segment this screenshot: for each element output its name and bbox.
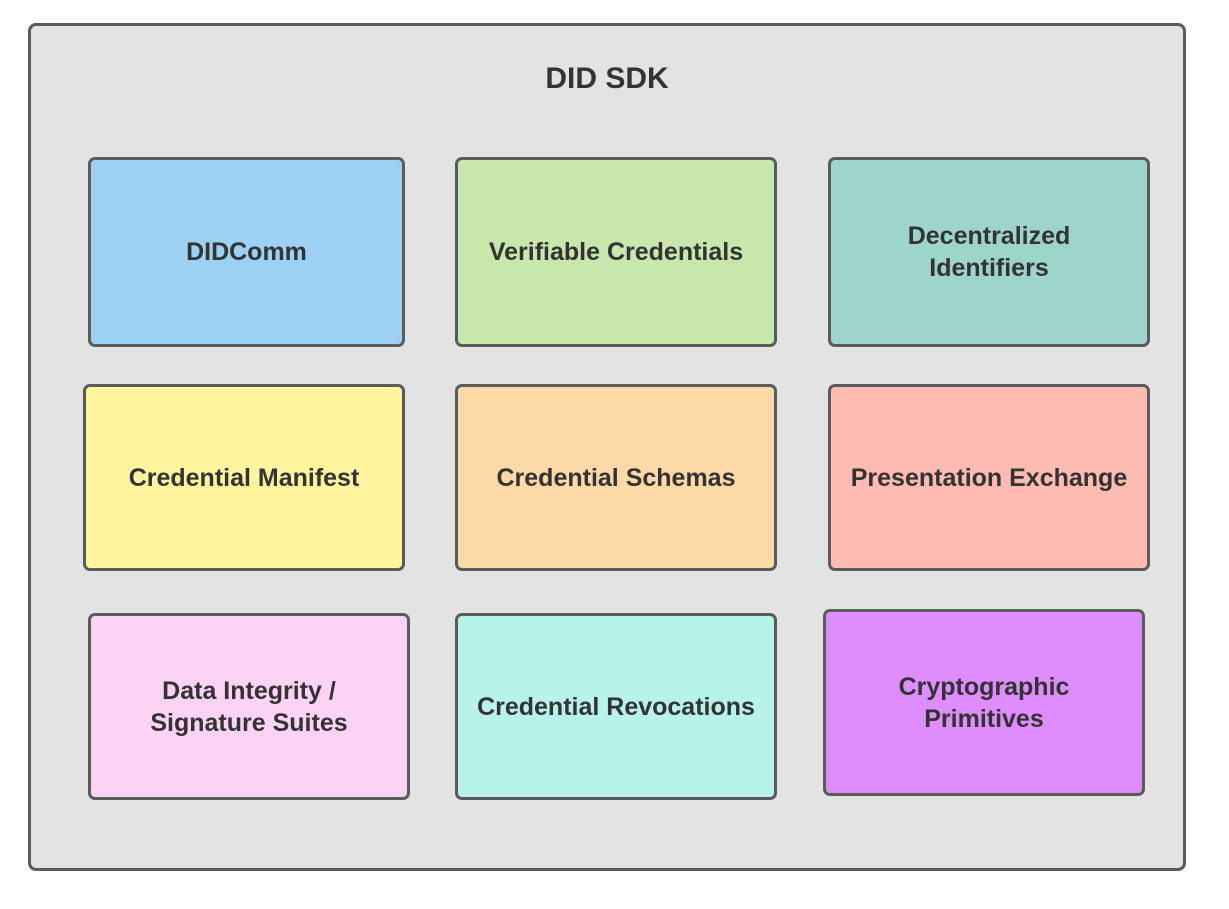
block-label: Data Integrity / Signature Suites <box>150 676 348 737</box>
block-decentralized-identifiers: Decentralized Identifiers <box>828 157 1150 347</box>
block-cryptographic-primitives: Cryptographic Primitives <box>823 609 1145 796</box>
block-label: DIDComm <box>186 238 307 266</box>
diagram-title: DID SDK <box>545 62 669 95</box>
block-label: Decentralized Identifiers <box>907 222 1071 282</box>
block-label: Credential Manifest <box>128 463 360 492</box>
block-label: Credential Schemas <box>496 463 736 492</box>
block-didcomm: DIDComm <box>88 157 405 347</box>
block-credential-manifest: Credential Manifest <box>83 384 405 571</box>
block-label: Presentation Exchange <box>850 463 1128 492</box>
block-credential-schemas: Credential Schemas <box>455 384 777 571</box>
block-credential-revocations: Credential Revocations <box>455 613 777 800</box>
block-label: Verifiable Credentials <box>488 238 744 266</box>
block-label: Credential Revocations <box>477 692 755 721</box>
block-label: Cryptographic Primitives <box>898 672 1070 733</box>
block-presentation-exchange: Presentation Exchange <box>828 384 1150 571</box>
block-data-integrity-signature-suites: Data Integrity / Signature Suites <box>88 613 410 800</box>
block-verifiable-credentials: Verifiable Credentials <box>455 157 777 347</box>
